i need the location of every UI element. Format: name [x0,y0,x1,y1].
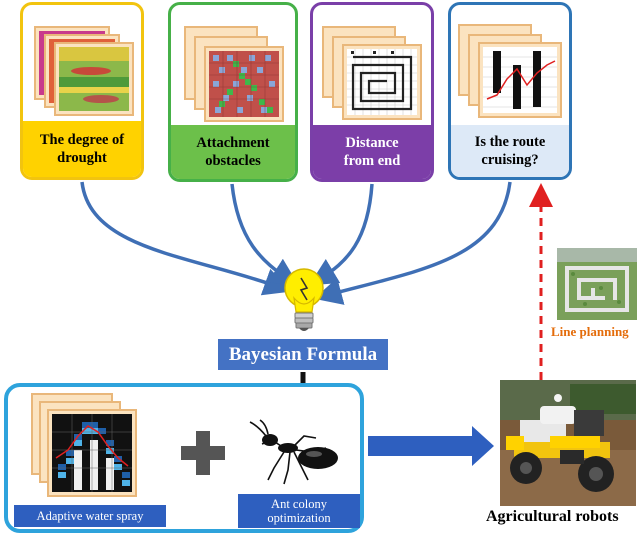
line-planning-label: Line planning [551,324,629,339]
arrow-drought [80,181,292,296]
arrow-distance [308,183,374,286]
agricultural-robot-photo [500,380,636,506]
agricultural-robots-label: Agricultural robots [486,508,619,525]
ant-icon [249,419,338,485]
lightbulb-icon [284,268,324,331]
adaptive-water-spray-tag: Adaptive water spray [14,505,166,527]
line-planning-photo [557,248,637,320]
bayesian-formula-box: Bayesian Formula [218,339,388,370]
arrow-attachment [230,183,299,286]
adaptive-water-spray-label: Adaptive water spray [36,508,144,523]
arrow-to-robot [368,426,494,466]
bayesian-formula-label: Bayesian Formula [228,343,378,365]
maze-map-icon [322,26,422,120]
arrow-route [313,181,512,305]
thermal-images-icon [34,26,134,116]
plus-sign [181,431,225,475]
route-grid-icon [458,24,562,118]
obstacle-grid-icon [184,26,284,122]
spray-chart-icon [31,393,137,497]
